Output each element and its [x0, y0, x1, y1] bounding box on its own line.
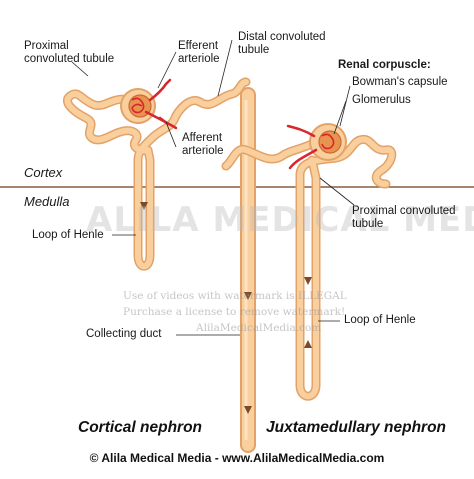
- juxtamedullary-nephron-tubule: [221, 134, 397, 401]
- juxtamedullary-renal-corpuscle: [309, 123, 347, 161]
- watermark-line1: Use of videos with watermark is ILLEGAL: [123, 290, 347, 302]
- label-renal-corpuscle: Renal corpuscle:: [338, 59, 431, 71]
- caption-juxtamedullary: Juxtamedullary nephron: [266, 419, 447, 436]
- label-afferent: Afferent arteriole: [182, 132, 224, 157]
- label-efferent: Efferent arteriole: [178, 40, 220, 65]
- footer-credit: © Alila Medical Media - www.AlilaMedical…: [89, 451, 385, 465]
- juxtamedullary-arterioles: [286, 124, 318, 170]
- leader-lines: [71, 39, 355, 336]
- cortical-renal-corpuscle: [120, 88, 156, 124]
- watermark-big: ALILA MEDICAL MEDIA: [86, 200, 474, 240]
- label-loop-right: Loop of Henle: [344, 314, 416, 326]
- cortical-arterioles: [144, 78, 178, 130]
- label-proximal-top: Proximal convoluted tubule: [24, 40, 115, 65]
- label-loop-left: Loop of Henle: [32, 229, 104, 241]
- label-distal: Distal convoluted tubule: [238, 31, 326, 56]
- label-collecting-duct: Collecting duct: [86, 328, 162, 340]
- caption-cortical: Cortical nephron: [78, 419, 203, 436]
- flow-arrows: [140, 202, 312, 414]
- watermark-line3: AlilaMedicalMedia.com: [196, 322, 322, 334]
- cortical-nephron-tubule: [63, 77, 251, 271]
- label-glomerulus: Glomerulus: [352, 94, 411, 106]
- label-cortex: Cortex: [24, 165, 63, 180]
- label-medulla: Medulla: [24, 194, 70, 209]
- label-proximal-right: Proximal convoluted tubule: [352, 205, 456, 230]
- label-bowman: Bowman's capsule: [352, 76, 448, 88]
- watermark-line2: Purchase a license to remove watermark!: [123, 306, 346, 318]
